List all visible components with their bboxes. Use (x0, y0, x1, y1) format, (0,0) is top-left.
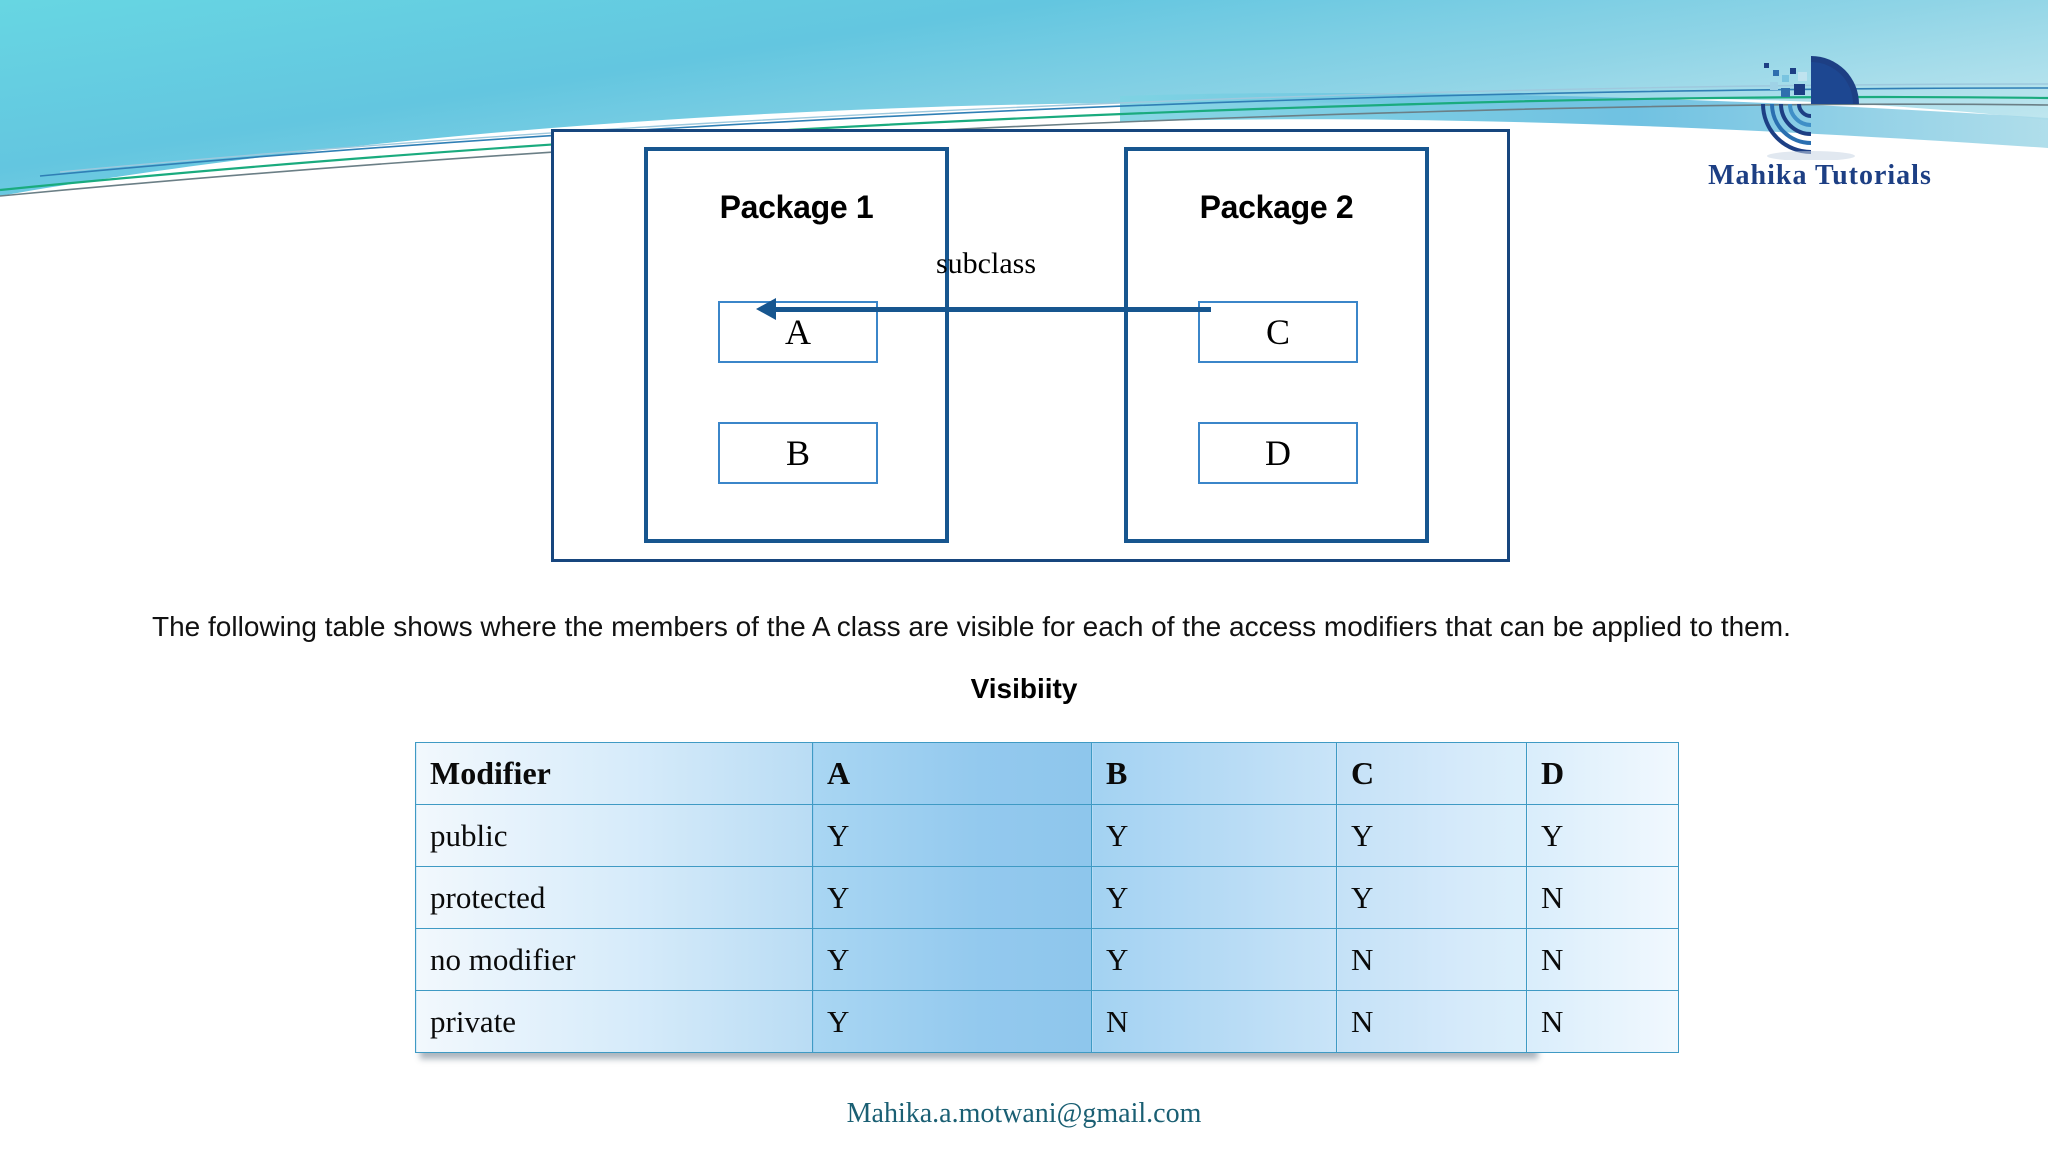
cell-d: Y (1526, 804, 1679, 867)
cell-a: Y (812, 866, 1092, 929)
table-row: private Y N N N (415, 990, 1679, 1053)
radar-circle-logo-icon (1761, 56, 1859, 160)
package-2-title: Package 2 (1199, 189, 1354, 225)
cell-b: Y (1091, 928, 1337, 991)
cell-d: N (1526, 990, 1679, 1053)
class-box-c: C (1198, 301, 1358, 363)
package-2-container: Package 2 C D (1124, 147, 1429, 543)
visibility-table-wrapper: Modifier A B C D public Y Y Y Y protecte… (415, 742, 1679, 1053)
class-box-b: B (718, 422, 878, 484)
cell-c: N (1336, 928, 1527, 991)
cell-a: Y (812, 928, 1092, 991)
column-header-a: A (812, 742, 1092, 805)
cell-b: N (1091, 990, 1337, 1053)
class-box-d: D (1198, 422, 1358, 484)
column-header-b: B (1091, 742, 1337, 805)
package-visibility-diagram: Package 1 A B Package 2 C D subclass (551, 129, 1510, 562)
subclass-arrow-label: subclass (936, 247, 1036, 280)
brand-name: Mahika Tutorials (1708, 160, 1932, 191)
cell-modifier: private (415, 990, 813, 1053)
package-1-title: Package 1 (719, 189, 874, 225)
cell-modifier: no modifier (415, 928, 813, 991)
column-header-d: D (1526, 742, 1679, 805)
cell-modifier: protected (415, 866, 813, 929)
column-header-modifier: Modifier (415, 742, 813, 805)
cell-a: Y (812, 804, 1092, 867)
table-header-row: Modifier A B C D (415, 742, 1679, 805)
brand-logo: Mahika Tutorials (1650, 48, 1990, 208)
visibility-table-caption: Visibiity (970, 673, 1078, 704)
description-paragraph: The following table shows where the memb… (152, 611, 1791, 642)
package-1-container: Package 1 A B (644, 147, 949, 543)
cell-c: Y (1336, 866, 1527, 929)
subclass-arrow-head-icon (756, 298, 776, 320)
subclass-arrow-line (770, 307, 1211, 312)
table-row: protected Y Y Y N (415, 866, 1679, 929)
table-row: no modifier Y Y N N (415, 928, 1679, 991)
table-row: public Y Y Y Y (415, 804, 1679, 867)
cell-d: N (1526, 866, 1679, 929)
column-header-c: C (1336, 742, 1527, 805)
cell-d: N (1526, 928, 1679, 991)
footer-email-address[interactable]: Mahika.a.motwani@gmail.com (846, 1098, 1202, 1129)
cell-c: N (1336, 990, 1527, 1053)
cell-a: Y (812, 990, 1092, 1053)
cell-b: Y (1091, 866, 1337, 929)
cell-b: Y (1091, 804, 1337, 867)
cell-modifier: public (415, 804, 813, 867)
visibility-table: Modifier A B C D public Y Y Y Y protecte… (415, 742, 1679, 1053)
cell-c: Y (1336, 804, 1527, 867)
